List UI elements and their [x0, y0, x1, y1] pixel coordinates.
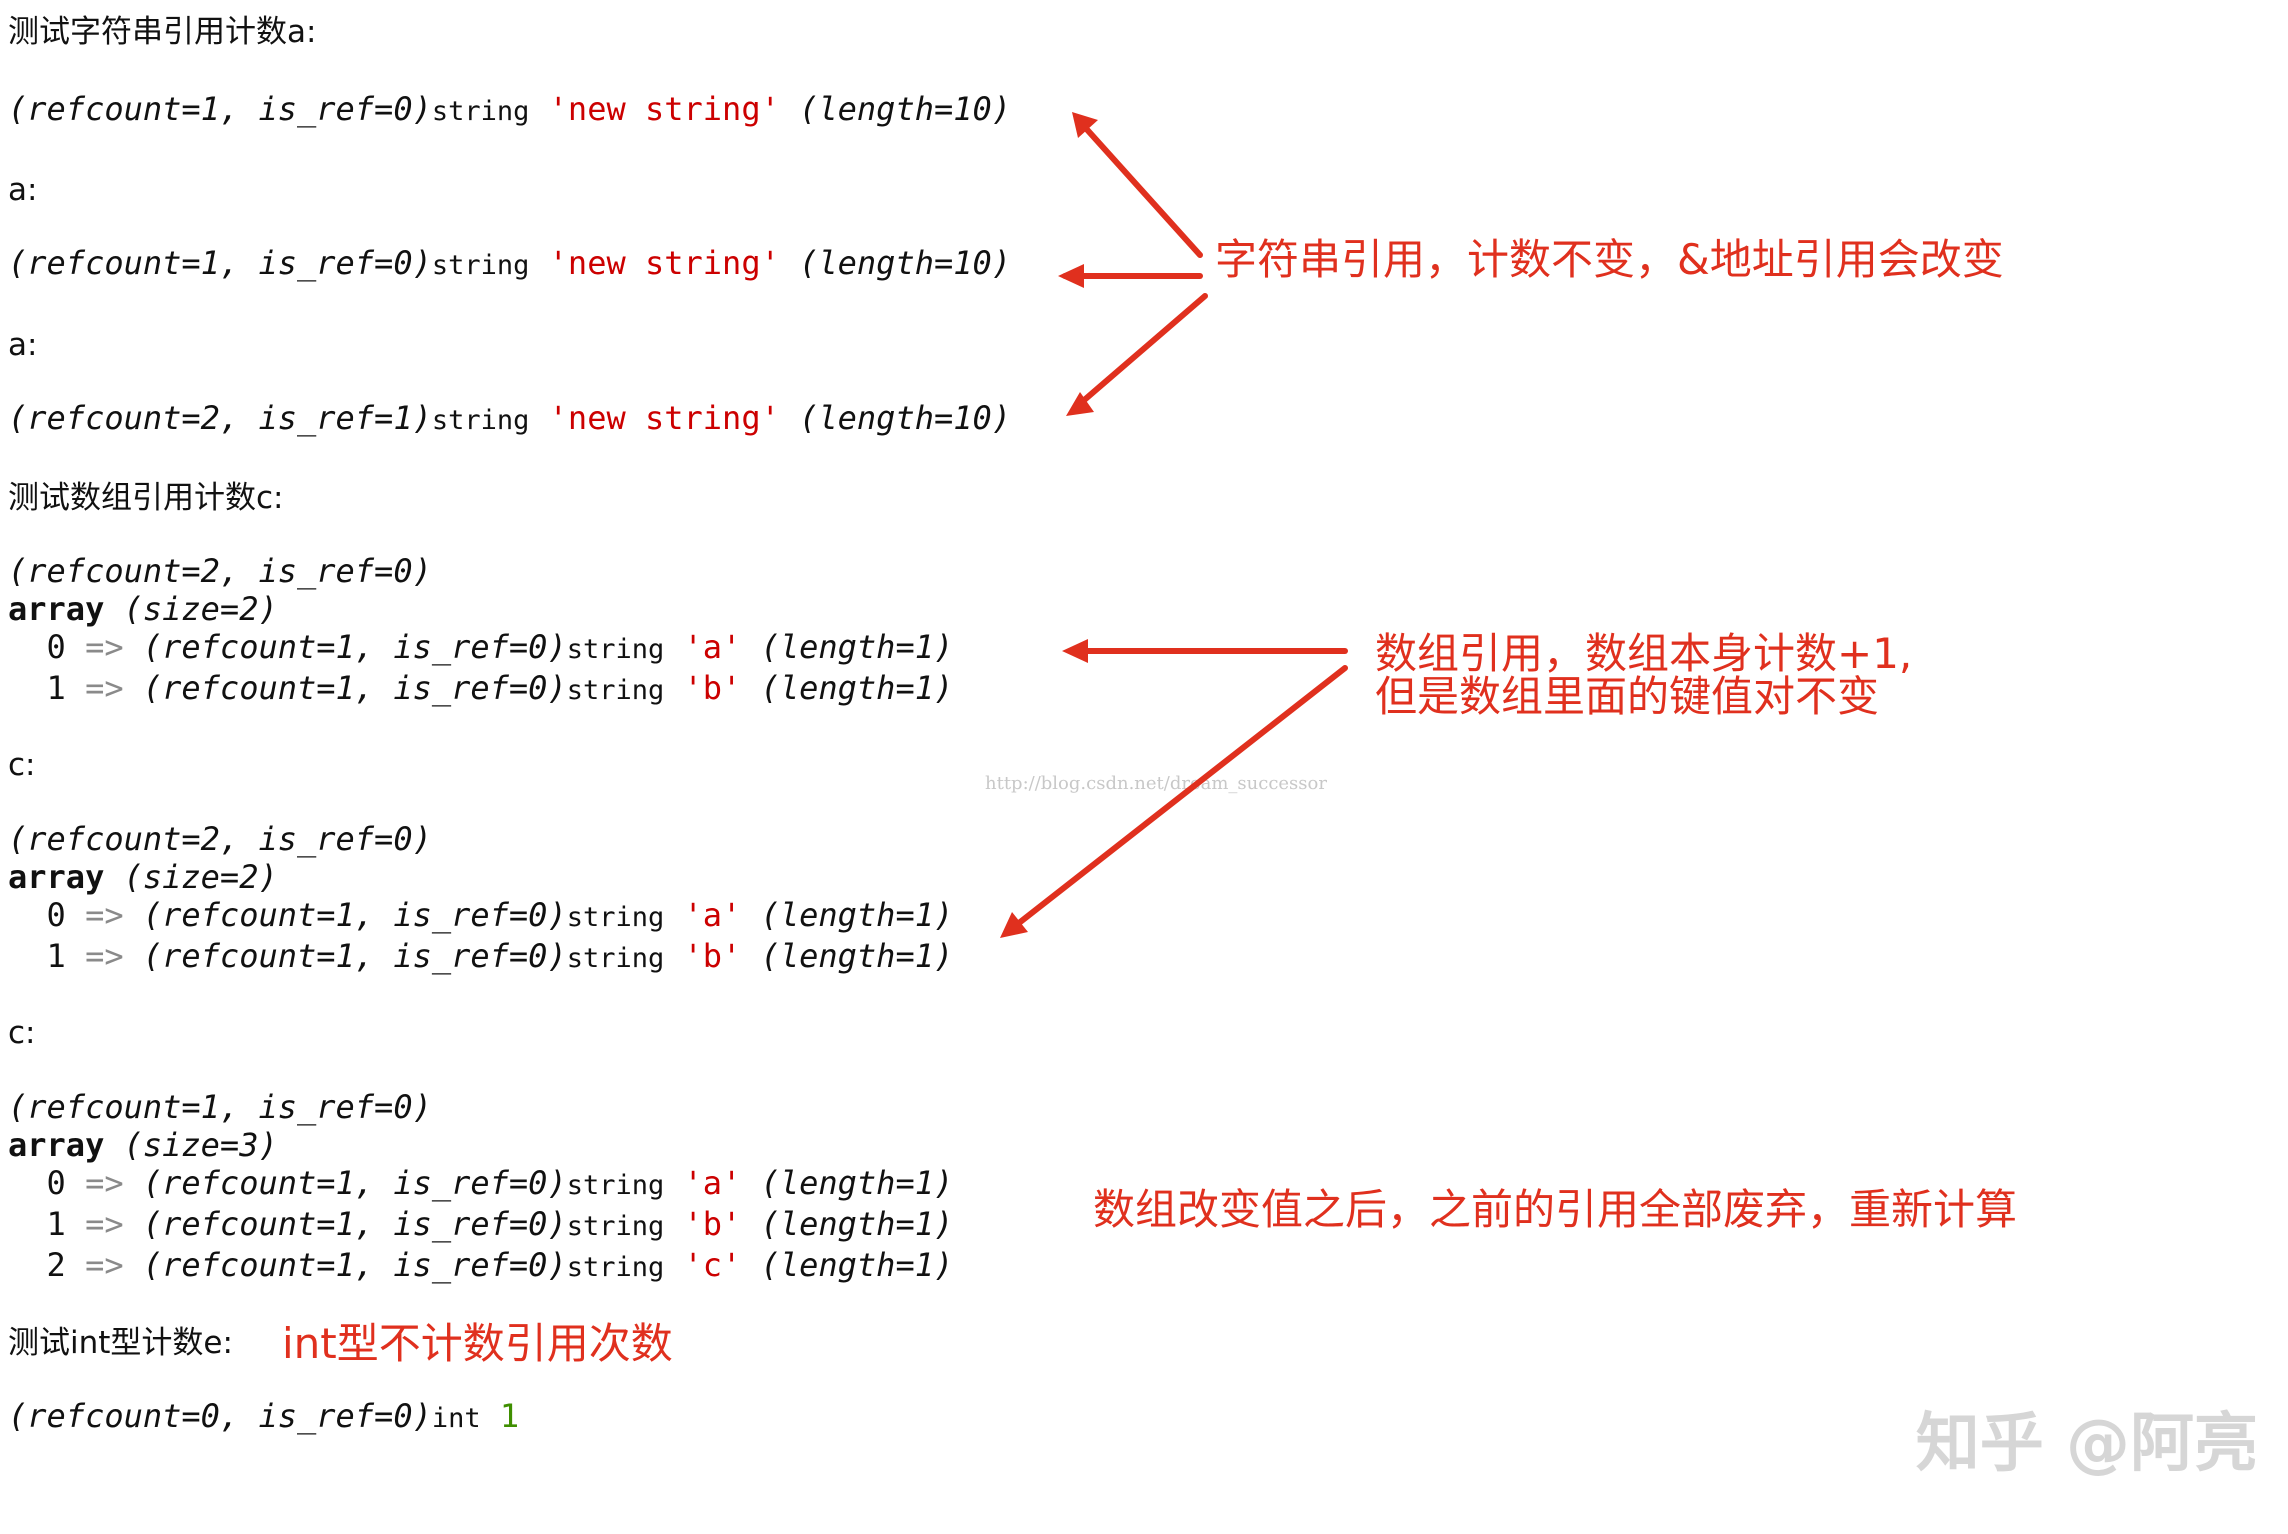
zval-meta: (refcount=1, is_ref=0) [142, 669, 567, 707]
array-key: 1 [46, 937, 66, 975]
zval-meta: (refcount=1, is_ref=0) [8, 1088, 432, 1126]
zval-meta: (refcount=2, is_ref=0) [8, 552, 432, 590]
zval-type: string [566, 943, 665, 974]
zval-meta: (refcount=1, is_ref=0) [142, 628, 567, 666]
int-dump-line: (refcount=0, is_ref=0)int 1 [8, 1397, 519, 1438]
array-key: 0 [46, 1164, 66, 1202]
label-c-1: c: [8, 747, 36, 783]
arrow-operator: => [85, 628, 124, 666]
label-a-2: a: [8, 327, 38, 363]
zval-value: 1 [499, 1397, 520, 1435]
zval-meta: (refcount=1, is_ref=0) [142, 937, 567, 975]
zval-length: (length=1) [760, 1205, 954, 1243]
array-key: 0 [46, 896, 66, 934]
zval-length: (length=10) [799, 90, 1012, 128]
array-dump-block-3: (refcount=1, is_ref=0) array (size=3) 0 … [8, 1088, 953, 1287]
array-size: (size=2) [123, 590, 278, 628]
zval-meta: (refcount=1, is_ref=0) [142, 1164, 567, 1202]
zval-length: (length=1) [760, 1246, 954, 1284]
arrow-operator: => [85, 1164, 124, 1202]
array-keyword: array [8, 858, 105, 896]
string-test-heading: 测试字符串引用计数a: [8, 14, 317, 50]
zval-meta: (refcount=2, is_ref=1) [8, 399, 432, 437]
arrow-to-string-line-3 [1072, 293, 1208, 411]
zval-value: 'b' [683, 669, 742, 707]
zval-type: string [431, 250, 530, 281]
zval-value: 'new string' [548, 399, 780, 437]
zval-type: string [566, 1211, 665, 1242]
zval-value: 'a' [683, 896, 742, 934]
arrow-operator: => [85, 669, 124, 707]
zval-type: string [431, 96, 530, 127]
array-dump-block-1: (refcount=2, is_ref=0) array (size=2) 0 … [8, 552, 953, 710]
zval-meta: (refcount=1, is_ref=0) [142, 1205, 567, 1243]
zval-value: 'b' [683, 1205, 742, 1243]
zval-meta: (refcount=1, is_ref=0) [142, 896, 567, 934]
zval-meta: (refcount=1, is_ref=0) [8, 244, 432, 282]
zval-type: string [566, 634, 665, 665]
zval-value: 'a' [683, 628, 742, 666]
int-test-heading: 测试int型计数e: [8, 1325, 233, 1361]
zval-meta: (refcount=0, is_ref=0) [8, 1397, 432, 1435]
array-key: 2 [46, 1246, 66, 1284]
zval-length: (length=1) [760, 937, 954, 975]
zval-type: string [566, 1252, 665, 1283]
arrow-operator: => [85, 896, 124, 934]
zval-type: string [566, 675, 665, 706]
array-reference-note-line-1: 数组引用，数组本身计数+1, [1375, 629, 1913, 678]
zval-length: (length=1) [760, 1164, 954, 1202]
array-keyword: array [8, 590, 105, 628]
zval-length: (length=1) [760, 628, 954, 666]
array-key: 1 [46, 1205, 66, 1243]
blog-url-watermark: http://blog.csdn.net/dream_successor [985, 773, 1327, 794]
zval-value: 'b' [683, 937, 742, 975]
arrowhead [1072, 112, 1098, 138]
zval-type: string [431, 405, 530, 436]
zval-meta: (refcount=1, is_ref=0) [8, 90, 432, 128]
zval-type: int [431, 1403, 481, 1434]
array-size: (size=3) [123, 1126, 278, 1164]
int-note: int型不计数引用次数 [282, 1319, 673, 1368]
array-reference-note-line-2: 但是数组里面的键值对不变 [1375, 672, 1880, 721]
zhihu-watermark: 知乎 @阿亮 [1915, 1407, 2258, 1481]
arrow-to-string-line-1 [1079, 121, 1203, 258]
string-dump-line-2: (refcount=1, is_ref=0)string 'new string… [8, 244, 1011, 285]
zval-length: (length=1) [760, 669, 954, 707]
arrow-operator: => [85, 937, 124, 975]
arrowhead [1000, 912, 1028, 938]
array-keyword: array [8, 1126, 105, 1164]
zval-value: 'c' [683, 1246, 742, 1284]
arrow-to-array-block-2 [1007, 665, 1348, 933]
zval-length: (length=10) [799, 244, 1012, 282]
arrow-operator: => [85, 1205, 124, 1243]
zval-length: (length=1) [760, 896, 954, 934]
label-a-1: a: [8, 172, 38, 208]
string-dump-line-3: (refcount=2, is_ref=1)string 'new string… [8, 399, 1011, 440]
zval-type: string [566, 1170, 665, 1201]
zval-value: 'new string' [548, 90, 780, 128]
arrowhead [1058, 264, 1084, 288]
array-key: 0 [46, 628, 66, 666]
array-dump-block-2: (refcount=2, is_ref=0) array (size=2) 0 … [8, 820, 953, 978]
label-c-2: c: [8, 1015, 36, 1051]
array-change-note: 数组改变值之后，之前的引用全部废弃，重新计算 [1093, 1185, 2018, 1234]
array-test-heading: 测试数组引用计数c: [8, 480, 284, 516]
zval-value: 'a' [683, 1164, 742, 1202]
arrowhead [1062, 639, 1088, 663]
string-reference-note: 字符串引用，计数不变，&地址引用会改变 [1215, 235, 2004, 284]
array-size: (size=2) [123, 858, 278, 896]
arrowhead [1066, 392, 1094, 416]
zval-length: (length=10) [799, 399, 1012, 437]
zval-type: string [566, 902, 665, 933]
string-dump-line-1: (refcount=1, is_ref=0)string 'new string… [8, 90, 1011, 131]
zval-meta: (refcount=2, is_ref=0) [8, 820, 432, 858]
zval-meta: (refcount=1, is_ref=0) [142, 1246, 567, 1284]
zval-value: 'new string' [548, 244, 780, 282]
array-key: 1 [46, 669, 66, 707]
arrow-operator: => [85, 1246, 124, 1284]
